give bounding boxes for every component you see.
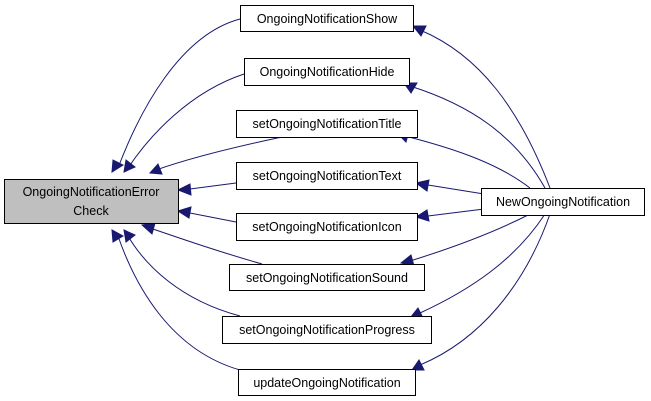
- edge-entry-to-icon: [427, 208, 485, 217]
- arrowhead-update: [111, 229, 125, 243]
- arrowhead-sound: [140, 222, 156, 235]
- arrowhead-entry-icon: [414, 209, 430, 222]
- node-new-ongoing-notification[interactable]: NewOngoingNotification: [481, 188, 645, 216]
- node-label: setOngoingNotificationProgress: [239, 323, 415, 337]
- edge-show-to-root: [117, 18, 241, 169]
- node-set-ongoing-notification-title[interactable]: setOngoingNotificationTitle: [236, 110, 418, 138]
- node-update-ongoing-notification[interactable]: updateOngoingNotification: [238, 369, 416, 396]
- arrowhead-hide: [123, 159, 136, 173]
- edge-entry-to-text: [427, 184, 485, 195]
- node-set-ongoing-notification-progress[interactable]: setOngoingNotificationProgress: [222, 316, 432, 344]
- node-root-label-line1: OngoingNotificationError: [23, 185, 160, 199]
- arrowhead-icon: [176, 206, 192, 219]
- node-label: OngoingNotificationHide: [260, 65, 395, 79]
- node-ongoing-notification-show[interactable]: OngoingNotificationShow: [240, 5, 414, 32]
- arrowhead-show: [111, 159, 125, 173]
- arrowhead-entry-text: [414, 179, 430, 192]
- edge-entry-to-title: [404, 135, 531, 189]
- edge-entry-to-hide: [409, 85, 546, 189]
- arrowhead-entry-show: [411, 25, 427, 37]
- node-label: updateOngoingNotification: [253, 376, 400, 390]
- edges-to-root: [111, 18, 283, 371]
- node-label: setOngoingNotificationText: [253, 169, 402, 183]
- node-set-ongoing-notification-icon[interactable]: setOngoingNotificationIcon: [236, 213, 418, 241]
- edge-entry-to-sound: [409, 213, 531, 262]
- edge-title-to-root: [155, 136, 283, 171]
- node-set-ongoing-notification-text[interactable]: setOngoingNotificationText: [236, 162, 418, 190]
- node-label: setOngoingNotificationSound: [246, 271, 408, 285]
- node-set-ongoing-notification-sound[interactable]: setOngoingNotificationSound: [229, 264, 425, 291]
- edge-sound-to-root: [149, 227, 263, 265]
- edge-progress-to-root: [127, 235, 241, 317]
- edge-entry-to-update: [419, 213, 551, 366]
- node-root[interactable]: OngoingNotificationError Check: [4, 179, 179, 224]
- node-label: setOngoingNotificationIcon: [252, 220, 401, 234]
- node-label: OngoingNotificationShow: [257, 12, 398, 26]
- edge-update-to-root: [117, 235, 241, 371]
- node-label: NewOngoingNotification: [496, 195, 630, 209]
- edge-text-to-root: [189, 182, 237, 190]
- arrowhead-progress: [123, 229, 136, 243]
- edge-entry-to-show: [419, 29, 551, 189]
- node-label: setOngoingNotificationTitle: [253, 117, 402, 131]
- node-ongoing-notification-hide[interactable]: OngoingNotificationHide: [244, 58, 410, 86]
- arrowhead-text: [176, 183, 192, 196]
- node-root-label-line2: Check: [73, 204, 109, 218]
- arrowhead-entry-update: [411, 359, 425, 371]
- arrowhead-title: [148, 163, 163, 175]
- edge-entry-to-progress: [419, 213, 546, 314]
- edge-icon-to-root: [189, 212, 237, 223]
- edge-hide-to-root: [127, 73, 245, 169]
